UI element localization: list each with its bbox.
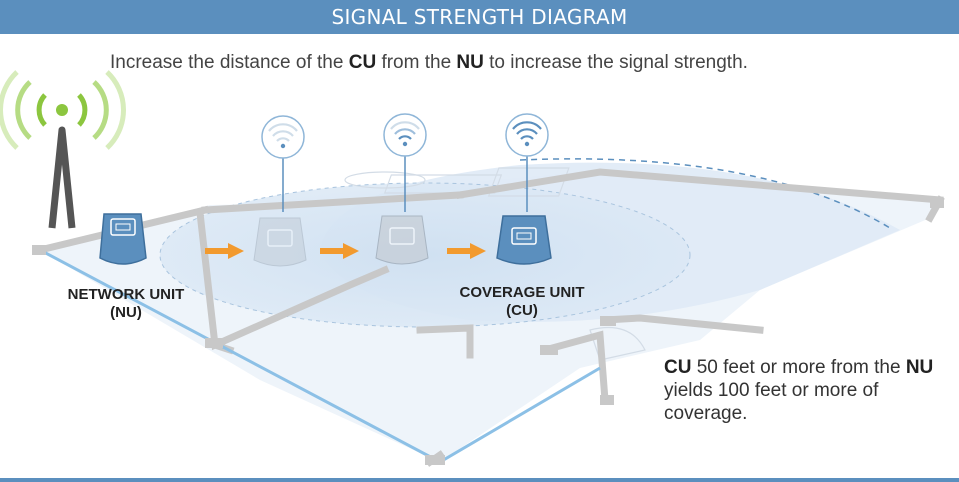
note-nu: NU [905,357,934,378]
instruction-post: to increase the signal strength. [483,52,748,73]
move-arrows [205,243,486,259]
network-unit-icon [99,213,147,265]
instruction-nu: NU [456,52,484,73]
wall-joints [32,198,944,465]
wifi-strong-icon [505,113,549,157]
cu-ghost-1 [253,217,307,267]
coverage-unit-line1: COVERAGE UNIT [459,284,585,301]
network-unit-label: NETWORK UNIT (NU) [36,286,216,322]
coverage-note: CU 50 feet or more from the NU yields 10… [664,356,934,425]
cu-ghost-2 [375,215,429,265]
cell-tower-icon [0,70,126,229]
diagram-title: SIGNAL STRENGTH DIAGRAM [331,5,628,29]
coverage-unit-line2: (CU) [506,302,538,319]
wifi-weak-icon [261,115,305,159]
signal-stems [282,156,528,212]
note-part2: yields 100 feet or more of coverage. [664,380,879,424]
move-arrow-3 [447,243,486,259]
coverage-unit-icon [496,215,552,265]
coverage-unit-label: COVERAGE UNIT (CU) [434,284,610,320]
title-bar: SIGNAL STRENGTH DIAGRAM [0,0,959,34]
instruction-mid: from the [376,52,457,73]
wifi-medium-icon [383,113,427,157]
instruction-pre: Increase the distance of the [110,52,349,73]
network-unit-line2: (NU) [110,304,142,321]
move-arrow-2 [320,243,359,259]
network-unit-line1: NETWORK UNIT [67,286,185,303]
note-part1: 50 feet or more from the [691,357,906,378]
instruction-cu: CU [348,52,377,73]
note-cu: CU [664,357,692,378]
move-arrow-1 [205,243,244,259]
instruction-text: Increase the distance of the CU from the… [0,52,959,74]
cu-coverage-edge [519,158,891,229]
